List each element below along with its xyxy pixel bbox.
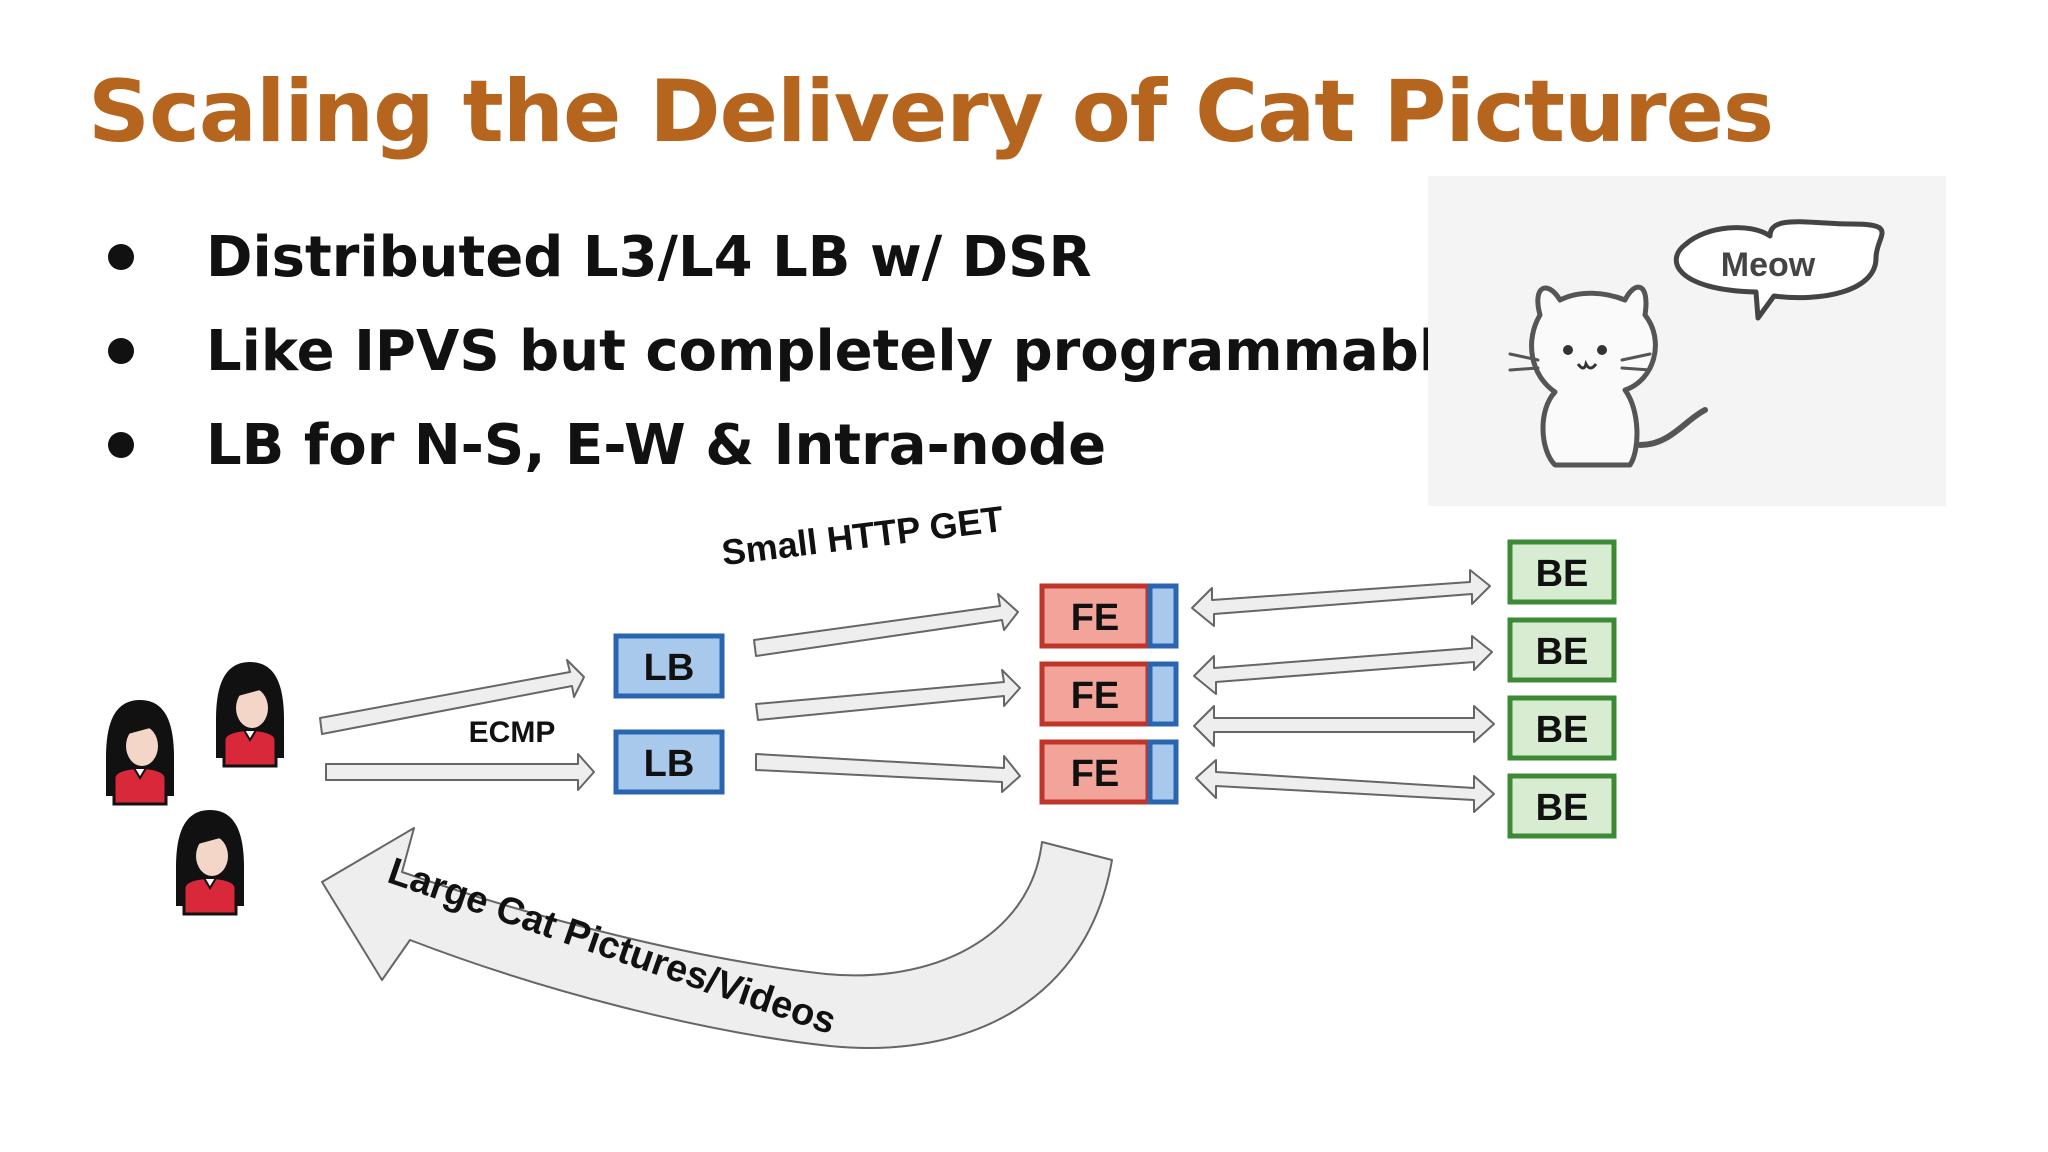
user-icon [214, 660, 286, 768]
fe-node: FE [1039, 661, 1179, 727]
arrow-lb-to-fe-2 [755, 669, 1021, 721]
bullet-text: Distributed L3/L4 LB w/ DSR [206, 224, 1092, 290]
fe-node: FE [1039, 583, 1179, 649]
bullet-item: Like IPVS but completely programmable [100, 304, 1476, 398]
be-node: BE [1507, 695, 1617, 761]
fe-node-label: FE [1071, 753, 1120, 795]
user-icon [104, 698, 176, 806]
lb-node-label: LB [644, 743, 695, 785]
be-node-label: BE [1536, 787, 1589, 829]
arrow-fe-be-3 [1193, 705, 1495, 747]
cat-icon [1508, 284, 1708, 468]
arrow-fe-be-1 [1191, 569, 1491, 627]
be-node: BE [1507, 773, 1617, 839]
lb-node: LB [613, 633, 725, 699]
ecmp-label: ECMP [469, 716, 556, 749]
arrow-lb-to-fe-3 [755, 753, 1021, 793]
be-node-label: BE [1536, 631, 1589, 673]
bullet-dot-icon [108, 338, 134, 364]
arrow-user-to-lb-1 [319, 659, 585, 735]
fe-node: FE [1039, 739, 1179, 805]
arrow-lb-to-fe-1 [753, 593, 1019, 657]
speech-bubble-text: Meow [1721, 246, 1816, 284]
bullet-dot-icon [108, 244, 134, 270]
be-node: BE [1507, 539, 1617, 605]
bullet-dot-icon [108, 432, 134, 458]
return-arrow [321, 827, 1113, 1049]
request-label: Small HTTP GET [719, 498, 1005, 573]
user-icon [174, 808, 246, 916]
speech-bubble: Meow [1673, 219, 1885, 321]
be-node-label: BE [1536, 709, 1589, 751]
bullet-text: Like IPVS but completely programmable [206, 318, 1477, 384]
arrow-user-to-lb-2 [325, 753, 595, 791]
be-node-label: BE [1536, 553, 1589, 595]
lb-node-label: LB [644, 647, 695, 689]
arrow-fe-be-4 [1195, 759, 1495, 813]
slide-title: Scaling the Delivery of Cat Pictures [88, 62, 1774, 162]
arrow-fe-be-2 [1193, 635, 1493, 695]
fe-node-label: FE [1071, 597, 1120, 639]
bullet-item: Distributed L3/L4 LB w/ DSR [100, 210, 1476, 304]
bullet-list: Distributed L3/L4 LB w/ DSR Like IPVS bu… [100, 210, 1476, 492]
bullet-text: LB for N-S, E-W & Intra-node [206, 412, 1107, 478]
be-node: BE [1507, 617, 1617, 683]
fe-node-label: FE [1071, 675, 1120, 717]
bullet-item: LB for N-S, E-W & Intra-node [100, 398, 1476, 492]
lb-node: LB [613, 729, 725, 795]
